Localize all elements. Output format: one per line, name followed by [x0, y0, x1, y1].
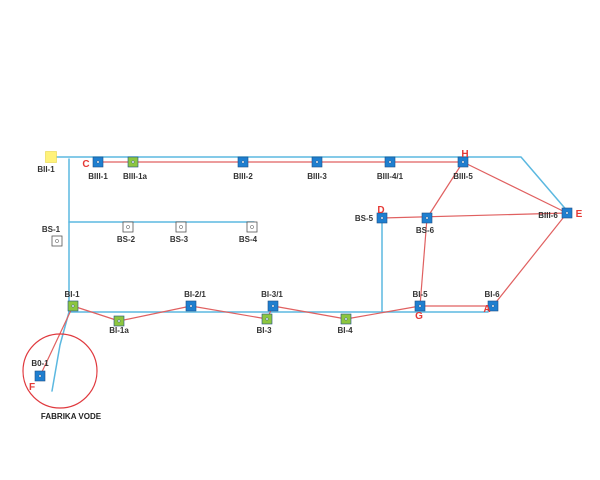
route-edge — [72, 305, 120, 322]
route-edge — [381, 212, 568, 219]
point-label-a: A — [483, 304, 490, 315]
node-center-dot — [117, 319, 121, 323]
node-bs-5[interactable]: BS-5 — [355, 212, 388, 224]
water-factory-circle — [22, 333, 98, 409]
node-label: BI-1 — [64, 290, 80, 299]
node-label: BIII-4/1 — [377, 172, 404, 181]
node-center-dot — [179, 225, 183, 229]
node-label: BI-6 — [484, 290, 500, 299]
node-biii-4-1[interactable]: BIII-4/1 — [377, 156, 404, 181]
point-label-g: G — [415, 311, 423, 322]
point-label-layer: C H E D G A F — [29, 149, 583, 393]
node-bs-2[interactable]: BS-2 — [117, 221, 136, 244]
node-label: B0-1 — [31, 359, 49, 368]
node-center-dot — [271, 304, 275, 308]
node-label: BS-1 — [42, 225, 61, 234]
node-bi-1[interactable]: BI-1 — [64, 290, 80, 312]
node-center-dot — [38, 374, 42, 378]
node-label: BIII-1a — [123, 172, 148, 181]
node-center-dot — [425, 216, 429, 220]
point-label-c: C — [82, 159, 89, 170]
node-center-dot — [344, 317, 348, 321]
route-edge — [492, 212, 568, 307]
point-label-f: F — [29, 382, 35, 393]
node-bi-6[interactable]: BI-6 — [484, 290, 500, 312]
node-biii-2[interactable]: BIII-2 — [233, 156, 253, 181]
node-center-dot — [418, 304, 422, 308]
node-center-dot — [126, 225, 130, 229]
route-edge — [190, 305, 268, 320]
node-square — [45, 151, 57, 163]
node-bi-3[interactable]: BI-3 — [256, 313, 273, 335]
node-label: BI-4 — [337, 326, 353, 335]
node-label: BS-4 — [239, 235, 258, 244]
node-center-dot — [380, 216, 384, 220]
node-center-dot — [250, 225, 254, 229]
node-bs-1[interactable]: BS-1 — [42, 225, 63, 247]
node-label: BI-2/1 — [184, 290, 206, 299]
node-bs-3[interactable]: BS-3 — [170, 221, 189, 244]
node-center-dot — [565, 211, 569, 215]
node-label: BS-5 — [355, 214, 374, 223]
node-center-dot — [241, 160, 245, 164]
node-label: BIII-1 — [88, 172, 108, 181]
node-bii-1[interactable]: BII-1 — [37, 151, 57, 175]
node-center-dot — [315, 160, 319, 164]
node-center-dot — [71, 304, 75, 308]
pipe-main-top — [50, 156, 570, 214]
point-label-h: H — [461, 149, 468, 160]
route-edge — [462, 161, 568, 214]
pipe-to-source — [51, 311, 70, 392]
node-label: BIII-3 — [307, 172, 327, 181]
node-bi-3-1[interactable]: BI-3/1 — [261, 290, 283, 312]
node-label: BIII-2 — [233, 172, 253, 181]
route-edge — [419, 217, 428, 307]
node-bi-2-1[interactable]: BI-2/1 — [184, 290, 206, 312]
node-bs-4[interactable]: BS-4 — [239, 221, 258, 244]
node-biii-3[interactable]: BIII-3 — [307, 156, 327, 181]
node-b0-1[interactable]: B0-1 — [31, 359, 49, 382]
point-label-d: D — [377, 205, 384, 216]
node-center-dot — [491, 304, 495, 308]
route-network — [39, 161, 568, 377]
node-label: BI-3 — [256, 326, 272, 335]
pipe-network — [50, 156, 570, 392]
node-center-dot — [388, 160, 392, 164]
node-label: BS-2 — [117, 235, 136, 244]
node-bi-4[interactable]: BI-4 — [337, 313, 353, 335]
node-center-dot — [96, 160, 100, 164]
node-biii-6[interactable]: BIII-6 — [538, 207, 573, 220]
node-label: BII-1 — [37, 165, 55, 174]
route-edge — [345, 305, 421, 320]
node-label: BIII-5 — [453, 172, 473, 181]
node-label: BI-1a — [109, 326, 129, 335]
node-label: BI-5 — [412, 290, 428, 299]
route-edge — [118, 305, 192, 322]
node-biii-1[interactable]: BIII-1 — [88, 156, 108, 181]
route-edge — [426, 161, 464, 219]
node-label: BS-6 — [416, 226, 435, 235]
node-center-dot — [55, 239, 59, 243]
route-edge — [39, 305, 74, 377]
water-factory-caption: FABRIKA VODE — [41, 412, 102, 421]
node-center-dot — [131, 160, 135, 164]
node-bs-6[interactable]: BS-6 — [416, 212, 435, 235]
node-label: BS-3 — [170, 235, 189, 244]
node-biii-1a[interactable]: BIII-1a — [123, 156, 148, 181]
node-bi-5[interactable]: BI-5 — [412, 290, 428, 312]
node-bi-1a[interactable]: BI-1a — [109, 315, 129, 335]
node-biii-5[interactable]: BIII-5 — [453, 156, 473, 181]
node-center-dot — [461, 160, 465, 164]
point-label-e: E — [576, 209, 583, 220]
node-center-dot — [189, 304, 193, 308]
node-label: BIII-6 — [538, 211, 558, 220]
node-center-dot — [265, 317, 269, 321]
node-label: BI-3/1 — [261, 290, 283, 299]
route-edge — [272, 305, 347, 320]
